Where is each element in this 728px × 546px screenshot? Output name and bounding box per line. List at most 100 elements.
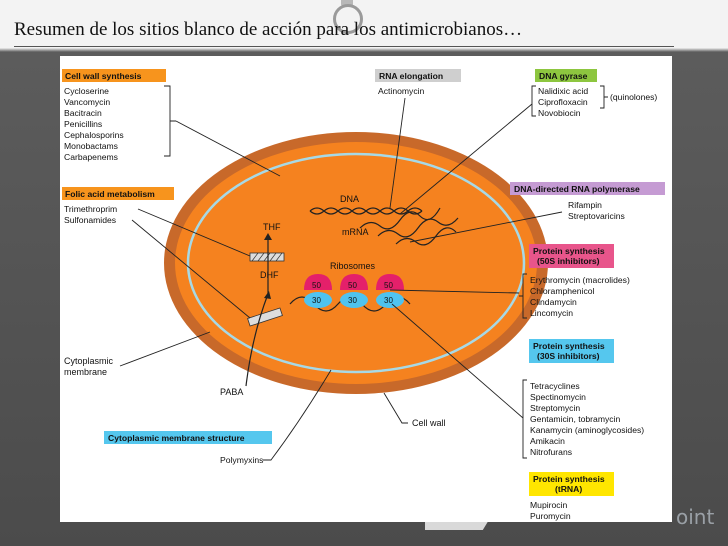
cell-wall-list-item: Carbapenems xyxy=(64,152,118,162)
cell-wall-bracket xyxy=(164,85,176,157)
mrna-strand-3 xyxy=(395,227,457,246)
folic-acid-header: Folic acid metabolism xyxy=(65,189,155,199)
protein-30s-leader-line xyxy=(391,303,524,419)
membrane-structure-list-item: Polymyxins xyxy=(220,455,263,465)
ribosome-2-30s xyxy=(340,292,368,308)
dna-label: DNA xyxy=(340,194,359,204)
cell-wall-list-item: Penicillins xyxy=(64,119,102,129)
protein-trna-header-box xyxy=(529,472,614,496)
protein-50s-list-item: Chloramphenicol xyxy=(530,286,595,296)
protein-50s-header-line2: (50S inhibitors) xyxy=(537,256,600,266)
trimethoprim-leader-line xyxy=(137,208,251,257)
rna-elongation-leader-line xyxy=(389,97,406,209)
protein-50s-leader-line xyxy=(389,289,520,294)
cell-wall-label-leader xyxy=(383,392,408,424)
folic-acid-header-box xyxy=(62,187,174,200)
cell-wall-label: Cell wall xyxy=(412,418,446,428)
protein-50s-list-item: Erythromycin (macrolides) xyxy=(530,275,630,285)
ribosomes-label: Ribosomes xyxy=(330,261,376,271)
ribosome-3-50-label: 50 xyxy=(384,281,393,290)
protein-trna-list-item: Mupirocin xyxy=(530,500,567,510)
quinolones-note: (quinolones) xyxy=(610,92,657,102)
dhf-block-icon xyxy=(247,307,283,327)
dhf-label: DHF xyxy=(260,270,279,280)
ribosome-2-30-label: 30 xyxy=(348,296,357,305)
cytoplasmic-membrane-leader-line xyxy=(119,331,211,367)
dna-gyrase-list-item: Ciprofloxacin xyxy=(538,97,588,107)
ribosome-3-30s xyxy=(376,292,404,308)
rna-polymerase-header-box xyxy=(510,182,665,195)
title-strip xyxy=(0,0,728,48)
protein-30s-bracket xyxy=(522,379,527,459)
cytoplasm xyxy=(175,142,537,384)
ribosome-1-50s xyxy=(304,274,332,290)
cell-wall-list-item: Cycloserine xyxy=(64,86,109,96)
protein-trna-header-line2: (tRNA) xyxy=(555,484,582,494)
protein-50s-header-line1: Protein synthesis xyxy=(533,246,605,256)
cell-wall-leader-line xyxy=(175,120,281,177)
membrane-structure-header: Cytoplasmic membrane structure xyxy=(108,433,245,443)
protein-30s-list-item: Spectinomycin xyxy=(530,392,586,402)
cell-wall-list-item: Cephalosporins xyxy=(64,130,124,140)
title-rule xyxy=(14,46,674,47)
dna-gyrase-list-item: Novobiocin xyxy=(538,108,581,118)
protein-30s-header-box xyxy=(529,339,614,363)
dna-gyrase-bracket xyxy=(600,85,608,109)
protein-30s-list-item: Tetracyclines xyxy=(530,381,580,391)
cell-wall-synthesis-header-box xyxy=(62,69,166,82)
dna-strand-b xyxy=(309,207,423,215)
membrane-structure-header-box xyxy=(104,431,272,444)
protein-30s-list-item: Kanamycin (aminoglycosides) xyxy=(530,425,644,435)
protein-50s-list-item: Clindamycin xyxy=(530,297,577,307)
binder-ring-tab xyxy=(341,0,353,6)
protein-30s-header-line2: (30S inhibitors) xyxy=(537,351,600,361)
slide-title: Resumen de los sitios blanco de acción p… xyxy=(14,19,523,40)
cytoplasmic-membrane-label-line1: Cytoplasmic xyxy=(64,356,114,366)
cell-wall-list-item: Vancomycin xyxy=(64,97,110,107)
dna-gyrase-leader-line xyxy=(399,103,533,215)
binder-ring-icon xyxy=(333,4,363,34)
thf-block-hatch xyxy=(251,252,283,262)
mrna-strand-1 xyxy=(359,207,441,230)
rna-polymerase-header: DNA-directed RNA polymerase xyxy=(514,184,640,194)
ribosome-1-30-label: 30 xyxy=(312,296,321,305)
ribosome-2-50s xyxy=(340,274,368,290)
dna-gyrase-header-box xyxy=(535,69,597,82)
rna-polymerase-leader-line xyxy=(409,211,563,243)
ribosome-1-50-label: 50 xyxy=(312,281,321,290)
dna-gyrase-bracket-left xyxy=(531,85,536,117)
rna-elongation-list-item: Actinomycin xyxy=(378,86,425,96)
protein-30s-list-item: Gentamicin, tobramycin xyxy=(530,414,620,424)
protein-trna-list-item: Puromycin xyxy=(530,511,571,521)
protein-50s-list-item: Lincomycin xyxy=(530,308,573,318)
thf-label: THF xyxy=(263,222,281,232)
paba-arrowhead-icon xyxy=(264,291,271,299)
cytoplasmic-membrane-label-line2: membrane xyxy=(64,367,107,377)
rna-elongation-header-box xyxy=(375,69,461,82)
mrna-label: mRNA xyxy=(342,227,369,237)
cell-wall-list-item: Bacitracin xyxy=(64,108,102,118)
protein-trna-header-line1: Protein synthesis xyxy=(533,474,605,484)
rna-polymerase-list-item: Streptovaricins xyxy=(568,211,625,221)
rna-elongation-header: RNA elongation xyxy=(379,71,443,81)
protein-30s-list-item: Streptomycin xyxy=(530,403,580,413)
antimicrobial-target-diagram: DNA mRNA Ribosomes 50 30 50 30 50 30 THF… xyxy=(62,69,665,521)
protein-50s-header-box xyxy=(529,244,614,268)
protein-30s-list-item: Nitrofurans xyxy=(530,447,572,457)
folic-acid-list-item: Trimethroprim xyxy=(64,204,117,214)
protein-50s-bracket xyxy=(519,273,527,319)
cytoplasmic-membrane-ring xyxy=(186,152,526,374)
diagram-panel: DNA mRNA Ribosomes 50 30 50 30 50 30 THF… xyxy=(60,56,672,522)
ribosome-2-50-label: 50 xyxy=(348,281,357,290)
sulfonamides-leader-line xyxy=(131,219,251,319)
ribosome-3-30-label: 30 xyxy=(384,296,393,305)
protein-30s-header-line1: Protein synthesis xyxy=(533,341,605,351)
dna-gyrase-list-item: Nalidixic acid xyxy=(538,86,588,96)
paba-to-dhf-arrow xyxy=(245,293,269,387)
paba-label: PABA xyxy=(220,387,243,397)
protein-30s-list-item: Amikacin xyxy=(530,436,565,446)
cell-wall-synthesis-header: Cell wall synthesis xyxy=(65,71,142,81)
folic-acid-list-item: Sulfonamides xyxy=(64,215,116,225)
mrna-strand-2 xyxy=(377,217,459,238)
ribosome-3-50s xyxy=(376,274,404,290)
